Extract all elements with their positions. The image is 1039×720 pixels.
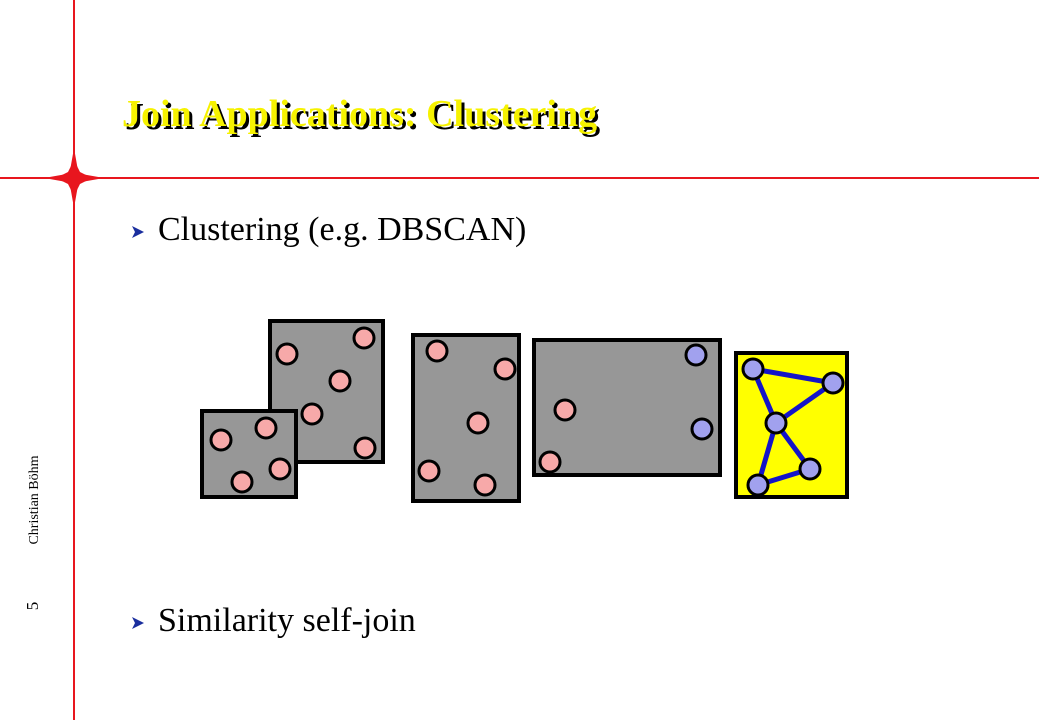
point bbox=[300, 402, 324, 426]
point bbox=[466, 411, 490, 435]
cluster-point bbox=[746, 473, 770, 497]
arrow-bullet-icon bbox=[132, 617, 144, 629]
bullet-text: Similarity self-join bbox=[158, 602, 416, 639]
point bbox=[275, 342, 299, 366]
point bbox=[230, 470, 254, 494]
point bbox=[493, 357, 517, 381]
cluster-point bbox=[798, 457, 822, 481]
arrow-bullet-icon bbox=[132, 226, 144, 238]
point bbox=[209, 428, 233, 452]
point bbox=[684, 343, 708, 367]
bullet-similarity-self-join: Similarity self-join bbox=[132, 604, 416, 638]
slide-title: Join Applications: Clustering bbox=[122, 93, 598, 135]
cluster-point bbox=[764, 411, 788, 435]
red-star-icon bbox=[44, 148, 104, 208]
point bbox=[417, 459, 441, 483]
point bbox=[538, 450, 562, 474]
bullet-text: Clustering (e.g. DBSCAN) bbox=[158, 211, 527, 248]
point bbox=[553, 398, 577, 422]
bullet-clustering: Clustering (e.g. DBSCAN) bbox=[132, 213, 526, 247]
point bbox=[425, 339, 449, 363]
point bbox=[268, 457, 292, 481]
point bbox=[352, 326, 376, 350]
red-horizontal-line bbox=[0, 177, 1039, 179]
red-vertical-line bbox=[73, 0, 75, 720]
point bbox=[254, 416, 278, 440]
cluster-point bbox=[741, 357, 765, 381]
point bbox=[690, 417, 714, 441]
point bbox=[328, 369, 352, 393]
point bbox=[353, 436, 377, 460]
point bbox=[473, 473, 497, 497]
cluster-point bbox=[821, 371, 845, 395]
